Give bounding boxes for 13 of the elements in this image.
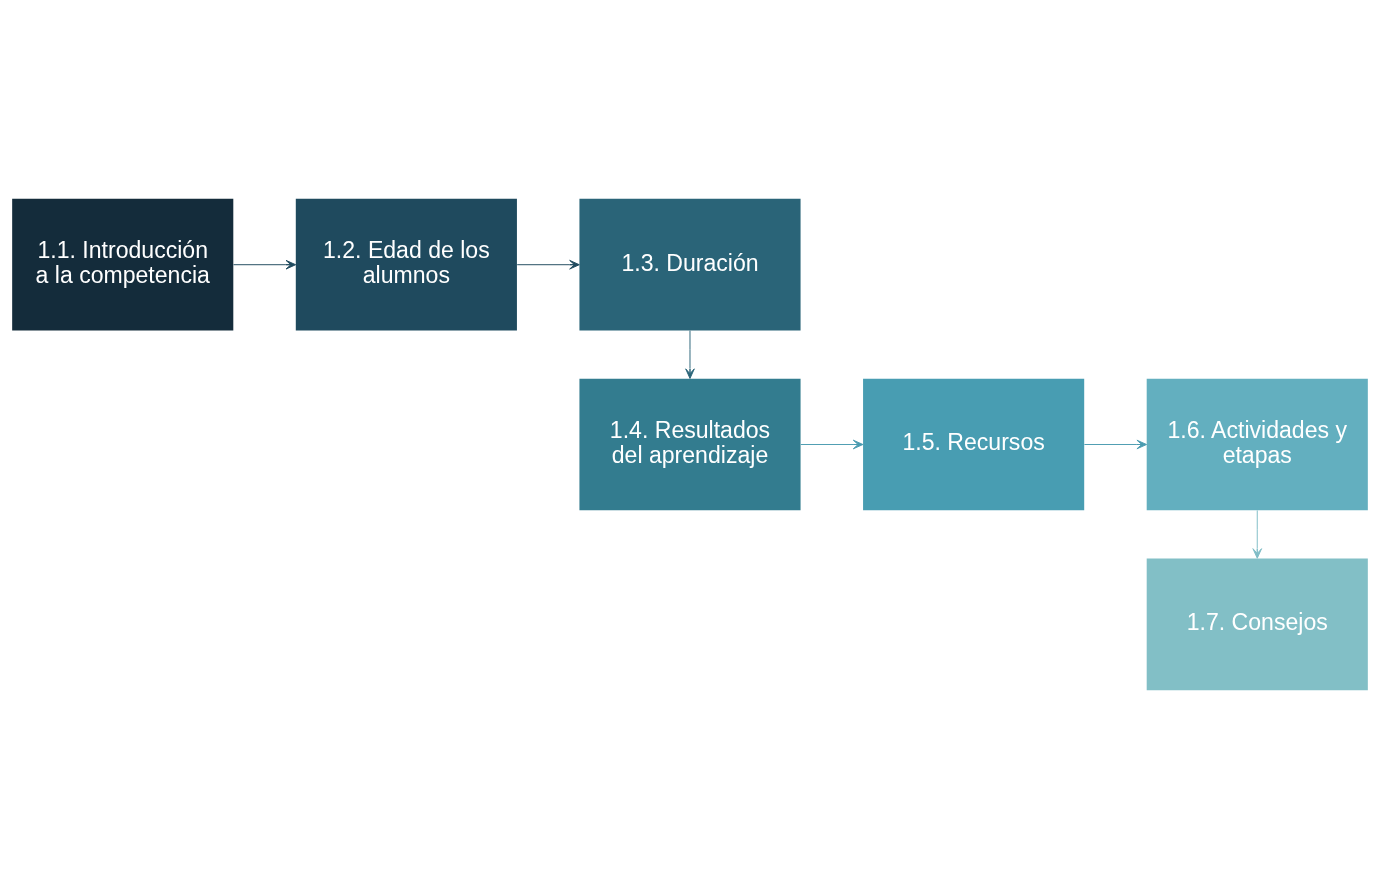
node-box: 1.1. Introducción a la competencia bbox=[12, 198, 234, 331]
arrow bbox=[233, 259, 297, 270]
node-box: 1.6. Actividades y etapas bbox=[1146, 378, 1368, 511]
node-box: 1.4. Resultados del aprendizaje bbox=[579, 378, 801, 511]
arrow bbox=[1083, 439, 1147, 450]
arrow bbox=[800, 439, 864, 450]
arrow bbox=[1252, 509, 1263, 559]
arrow bbox=[685, 330, 695, 379]
node-box: 1.2. Edad de los alumnos bbox=[295, 198, 517, 331]
arrow bbox=[516, 259, 580, 270]
node-box: 1.5. Recursos bbox=[863, 378, 1085, 511]
node-box: 1.3. Duración bbox=[579, 198, 801, 331]
node-box: 1.7. Consejos bbox=[1146, 558, 1368, 691]
